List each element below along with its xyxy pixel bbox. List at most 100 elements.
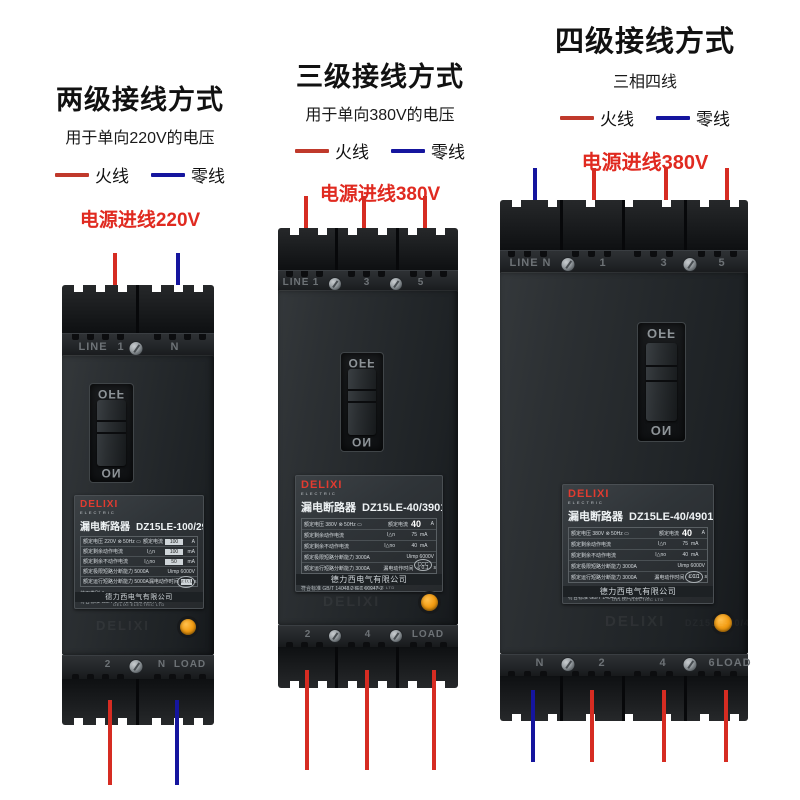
maker-name: 德力西电气有限公司 [75,592,203,602]
spec-label: 额定极限短路分断能力 5000A [83,569,149,575]
spec-row: 额定剩余不动作电流 I△no 50 mA [81,557,197,567]
terminal-label-1: 1 [599,257,607,269]
test-button[interactable] [180,619,196,635]
spec-row: 额定剩余动作电流 I△n 100 mA [81,547,197,557]
terminal-label-5: 5 [718,257,726,269]
product-name: 漏电断路器 [80,522,130,533]
section-title: 三级接线方式 [296,62,464,92]
cap-notch [318,681,327,688]
brand-sub: ELECTRIC [301,491,337,496]
terminal-tooth [184,674,191,680]
spec-label: 额定剩余不动作电流 [304,543,350,550]
cap-notch [74,718,83,725]
embossed-brand: DELIXI [605,613,666,630]
bottom-wire-l1 [590,690,594,762]
section-subtitle: 三相四线 [612,74,677,91]
cap-notch [662,200,671,207]
cap-notch [318,228,327,235]
spec-label: 额定剩余动作电流 [83,549,124,555]
terminal-tooth [572,251,579,257]
terminal-tooth [440,271,447,277]
model-number: DZ15LE-100/290 [136,522,203,533]
legend-live-label: 火线 [95,167,129,186]
bottom-wire-neutral [175,700,179,785]
cap-notch [118,718,127,725]
toggle-switch[interactable]: OFF ON [637,322,686,442]
terminal-label-3: 3 [660,257,668,269]
cap-notch [194,718,203,725]
cap-divider [684,200,687,250]
maker-name-en: DELIXI ELECTRIC LTD [343,585,395,590]
wire-legend: 火线 零线 [255,138,505,163]
cap-notch [548,200,557,207]
legend-neutral: 零线 [656,105,730,130]
cap-notch [408,681,417,688]
neutral-wire-swatch-icon [151,172,185,177]
legend-neutral: 零线 [391,138,465,163]
test-button[interactable] [421,594,438,611]
terminal-label-1: 1 [117,341,125,353]
spec-symbol: I△n [386,532,395,538]
model-row: 漏电断路器 DZ15LE-100/290 1 [80,518,203,533]
terminal-tooth [72,674,79,680]
top-wire-l1 [592,168,596,230]
terminal-tooth [634,251,641,257]
brand-logo: DELIXI [568,488,610,500]
spec-value: 75 [682,541,688,547]
breaker-body: OFF ON DELIXI ELECTRIC 漏电断路器 DZ15LE-40/4… [500,272,767,654]
cap-notch [662,714,671,721]
toggle-switch[interactable]: OFF ON [89,383,134,483]
terminal-tooth [425,271,432,277]
cap-divider [396,647,399,688]
product-name: 漏电断路器 [301,502,356,514]
cap-divider [335,228,338,270]
terminal-screw [560,657,576,672]
maker-name: 德力西电气有限公司 [563,586,713,597]
spec-row: 额定极限短路分断能力 5000A Uimp 6000V [81,567,197,577]
brand-logo: DELIXI [301,479,343,491]
bottom-terminal-bar: 2 N LOAD [62,655,214,680]
terminal-tooth [199,334,206,340]
terminal-tooth [199,674,206,680]
legend-live: 火线 [55,162,129,187]
wire-legend: 火线 零线 [500,105,790,130]
terminal-tooth [440,642,447,648]
switch-rocker[interactable] [96,400,127,466]
terminal-tooth [650,671,657,677]
terminal-tooth [117,674,124,680]
terminal-tooth [154,334,161,340]
terminal-tooth [410,642,417,648]
terminal-label-load: LOAD [173,659,207,670]
spec-label: 额定运行短路分断能力 3000A [571,574,637,581]
breaker-body: OFF ON DELIXI ELECTRIC 漏电断路器 DZ15LE-100/… [62,355,214,655]
top-terminal-bar: LINE N 1 3 5 [500,250,748,275]
spec-label: 额定电压 380V ⊗ 50Hz ▭ [304,521,362,528]
spec-label2: 额定电流 [387,521,408,528]
toggle-switch[interactable]: OFF ON [340,352,384,452]
terminal-tooth [540,251,547,257]
embossed-brand: DELIXI [96,618,150,633]
terminal-label-3: 3 [363,277,371,288]
spec-value: 100 [165,548,183,555]
legend-neutral-label: 零线 [431,143,465,162]
cap-divider [622,676,625,721]
switch-rocker[interactable] [347,369,377,435]
cap-notch [586,200,595,207]
cap-notch [730,714,739,721]
test-button[interactable] [714,614,732,632]
terminal-tooth [588,671,595,677]
terminal-label-2: 2 [304,629,312,640]
brand-sub: ELECTRIC [568,500,604,505]
switch-on-label: ON [352,435,372,449]
terminal-tooth [698,671,705,677]
spec-value: 40 [681,528,692,538]
model-row: 漏电断路器 DZ15LE-40/4901 [568,508,713,524]
terminal-tooth [524,671,531,677]
top-cap [62,285,214,333]
rocker-seam [347,388,377,391]
supply-label: 电源进线220V [79,210,201,231]
spec-label: 额定极限短路分断能力 3000A [304,554,370,561]
cap-divider [136,285,139,333]
switch-rocker[interactable] [645,343,678,421]
section-two-pole-text: 两级接线方式 用于单向220V的电压 火线 零线 电源进线220V [20,78,260,232]
